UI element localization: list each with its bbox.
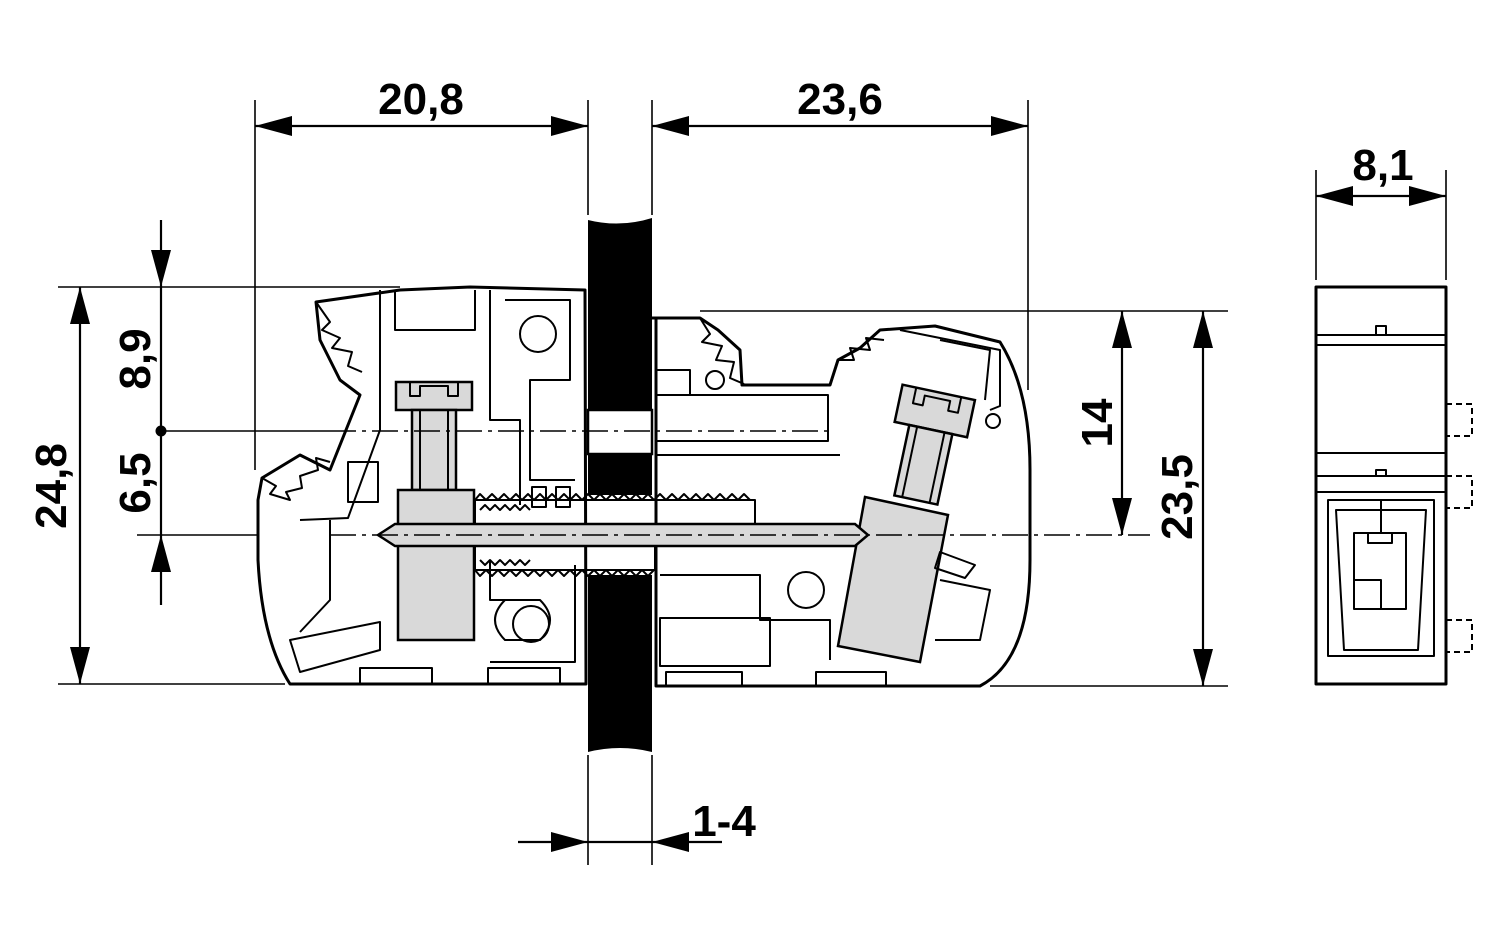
side-view [1314, 285, 1473, 686]
dimension-right-width: 23,6 [652, 75, 1028, 136]
label-total-height-left: 24,8 [27, 443, 76, 529]
right-terminal-housing [650, 316, 1032, 688]
left-terminal-housing [256, 285, 588, 686]
dimension-side-width: 8,1 [1316, 141, 1446, 206]
dimension-total-height-left: 24,8 [27, 287, 90, 684]
dimension-upper-offsets: 8,9 6,5 [111, 220, 330, 605]
threaded-bolt [375, 493, 870, 577]
label-wall-thickness: 1-4 [692, 797, 756, 846]
label-side-width: 8,1 [1352, 141, 1413, 190]
dimension-wall-thickness: 1-4 [518, 797, 756, 852]
label-center-offset: 6,5 [111, 452, 160, 513]
label-total-height-right: 23,5 [1153, 454, 1202, 540]
dimension-left-width: 20,8 [255, 75, 588, 136]
label-right-width: 23,6 [797, 75, 883, 124]
center-lines [330, 430, 1150, 536]
label-left-width: 20,8 [378, 75, 464, 124]
label-upper-right-height: 14 [1073, 398, 1122, 447]
dimension-total-height-right: 23,5 [1153, 311, 1213, 686]
dimension-upper-right-height: 14 [1073, 311, 1132, 535]
label-upper-offset: 8,9 [111, 328, 160, 389]
extension-lines [58, 100, 1447, 865]
mounting-wall [586, 218, 654, 752]
